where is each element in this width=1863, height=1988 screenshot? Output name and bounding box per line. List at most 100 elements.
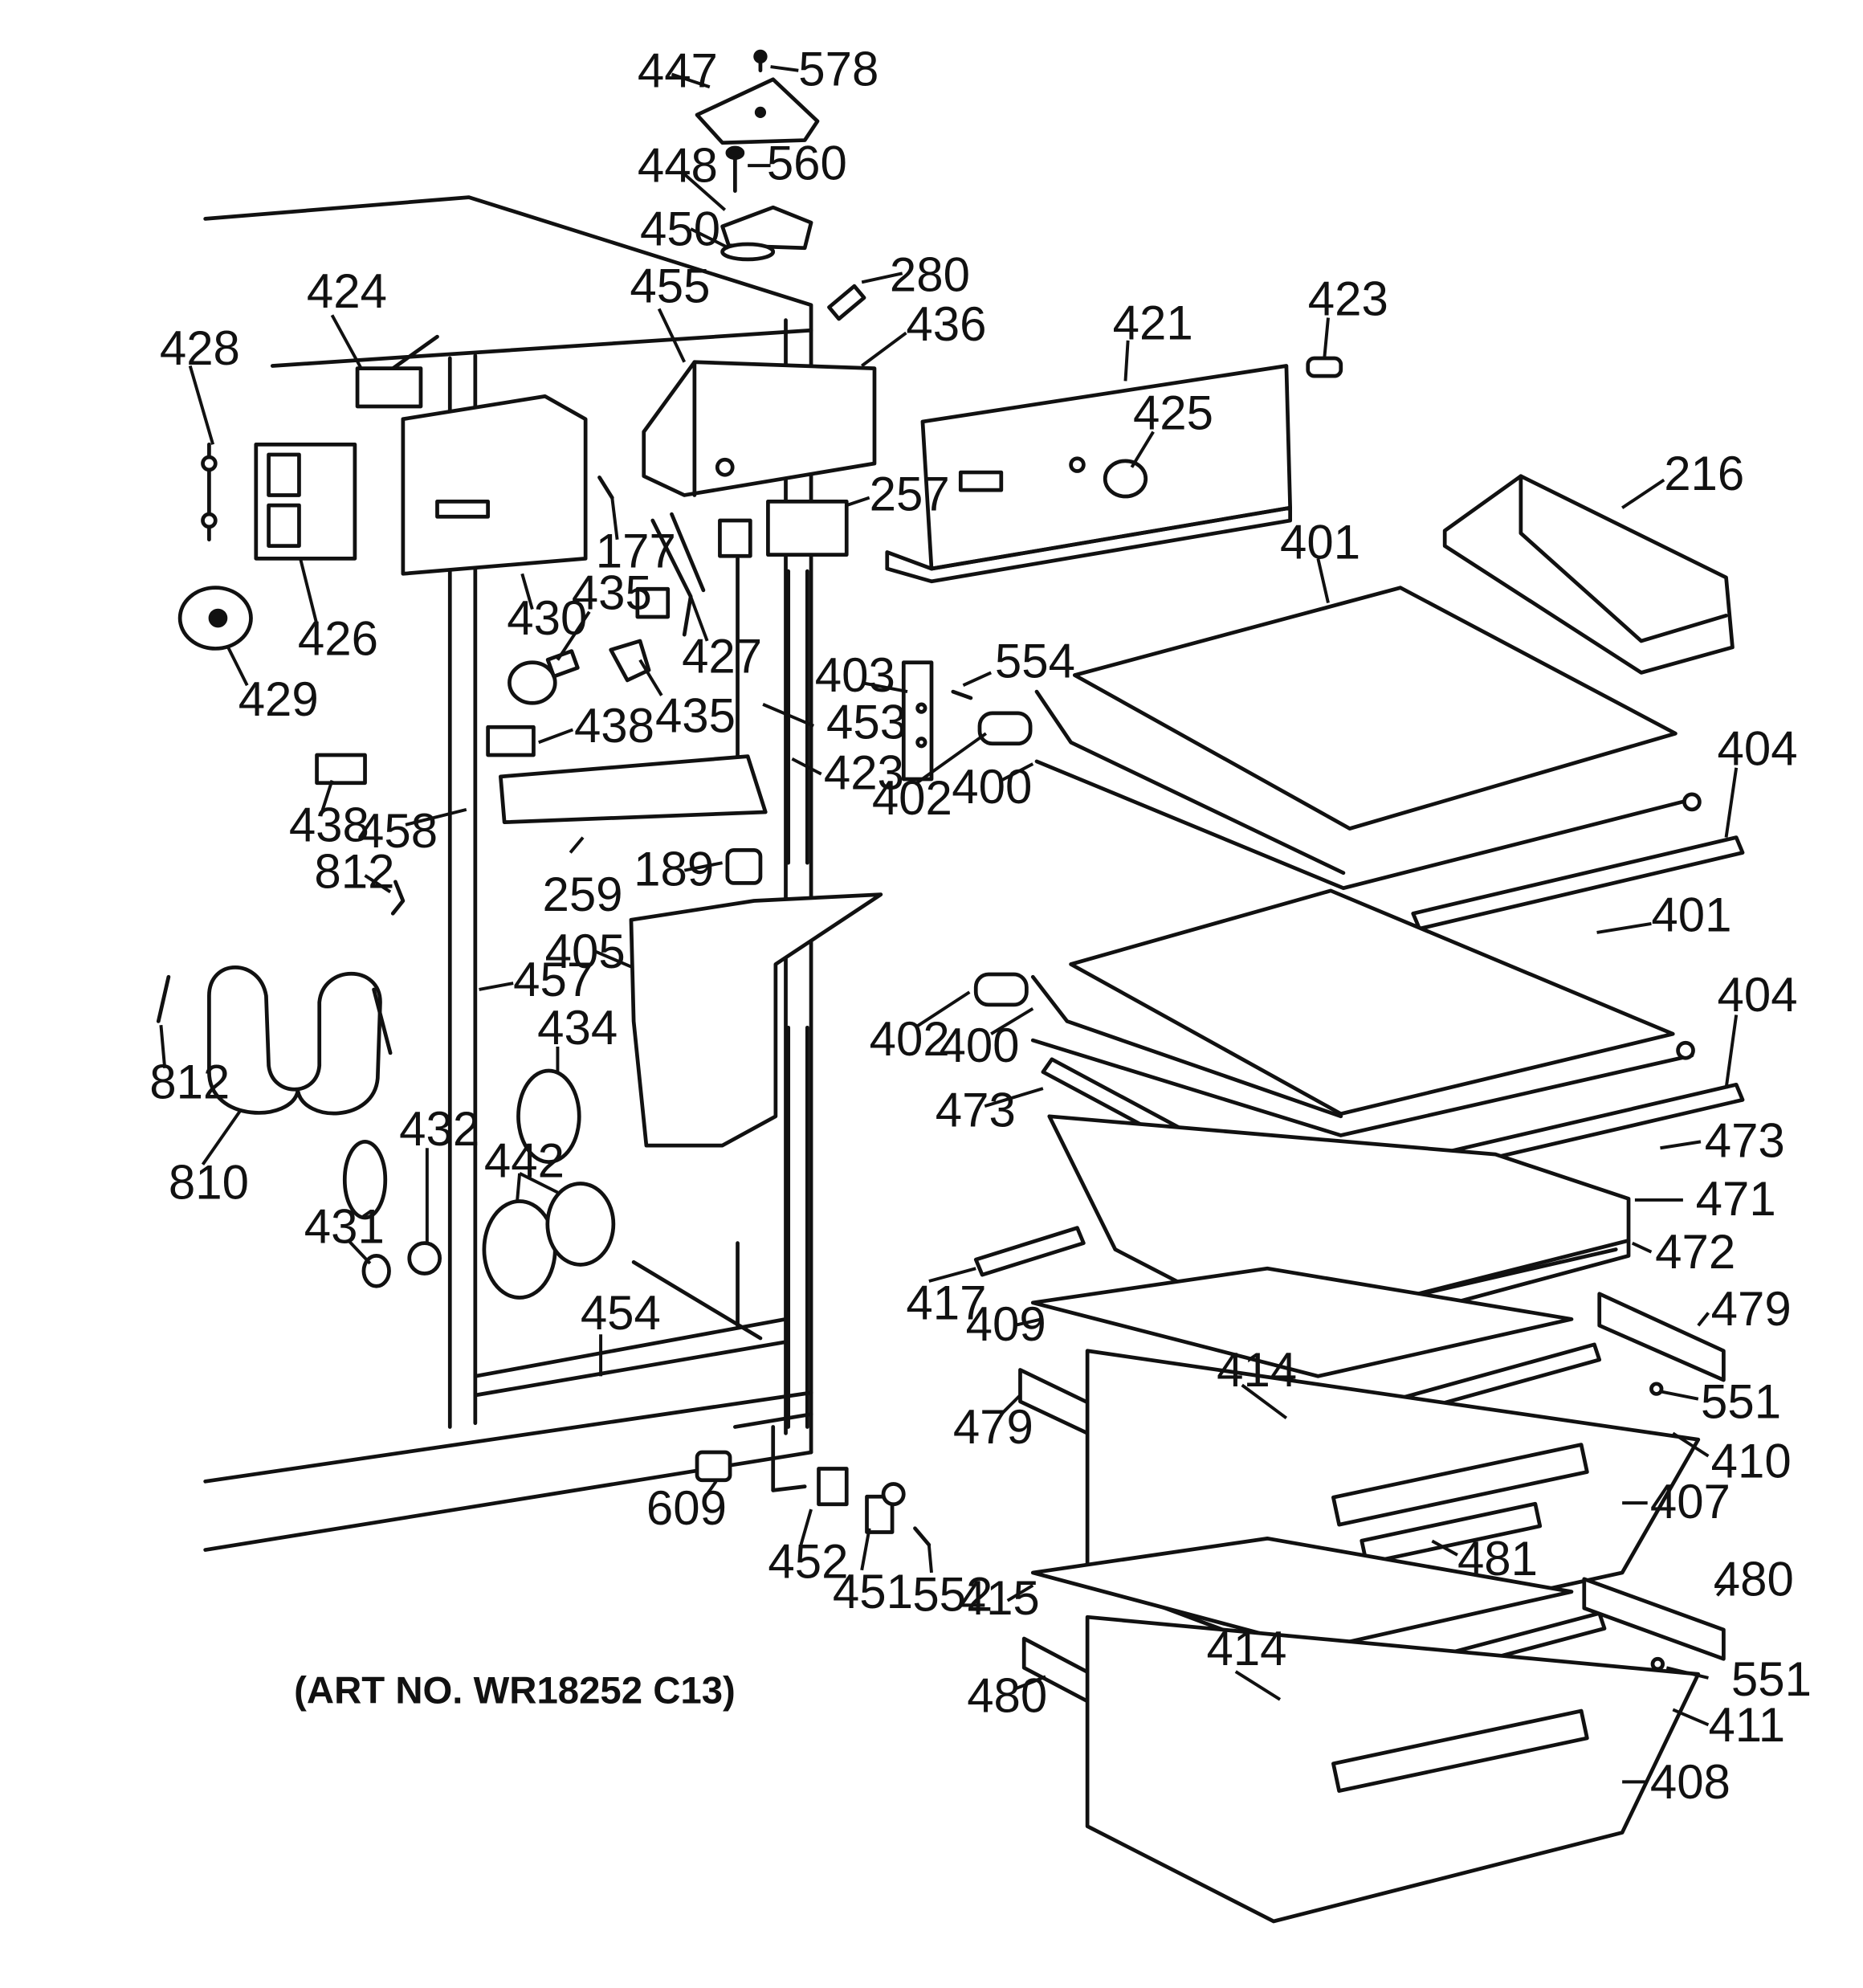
label-457: 457 — [513, 953, 593, 1006]
switch-438 — [486, 725, 536, 757]
label-554: 554 — [995, 635, 1075, 688]
label-479-left: 479 — [953, 1400, 1033, 1454]
label-551-upper: 551 — [1701, 1374, 1781, 1428]
control-panel — [885, 364, 1293, 584]
label-423-top: 423 — [1308, 271, 1388, 325]
label-450: 450 — [640, 202, 720, 256]
label-471: 471 — [1696, 1172, 1776, 1226]
label-455: 455 — [630, 259, 710, 313]
label-442: 442 — [484, 1134, 565, 1188]
label-402-lower: 402 — [870, 1012, 950, 1066]
light-socket — [609, 639, 651, 683]
top-hinge-cover — [695, 77, 820, 145]
part-number-labels: 447 578 448 560 450 280 455 436 424 428 … — [149, 43, 1812, 1809]
label-257: 257 — [870, 467, 950, 520]
label-423-mid: 423 — [824, 746, 904, 800]
label-551-lower: 551 — [1731, 1652, 1812, 1706]
label-400-lower: 400 — [939, 1018, 1019, 1072]
tube-812-top — [390, 880, 406, 916]
shelf-glass-lower — [1069, 888, 1675, 1116]
fan-motor-knob — [177, 586, 253, 651]
label-451: 451 — [833, 1565, 913, 1619]
screw-551-lower — [1650, 1656, 1665, 1672]
shelf-frame-lower — [1030, 974, 1695, 1137]
label-425: 425 — [1133, 386, 1213, 439]
light-shield — [401, 394, 588, 576]
wire-harness — [635, 512, 752, 637]
label-403: 403 — [815, 648, 895, 702]
label-480-right: 480 — [1714, 1552, 1794, 1606]
pan-glass-415 — [1030, 1536, 1574, 1651]
shelf-bracket-upper — [977, 711, 1033, 746]
label-481: 481 — [1457, 1532, 1538, 1586]
label-552: 552 — [912, 1567, 993, 1621]
label-447: 447 — [638, 43, 718, 97]
label-421: 421 — [1113, 296, 1193, 349]
hinge-bracket-609 — [695, 1450, 732, 1483]
shelf-frame-upper — [1034, 689, 1702, 891]
label-452: 452 — [768, 1534, 848, 1588]
label-408: 408 — [1650, 1755, 1731, 1809]
label-429: 429 — [238, 672, 319, 726]
label-428: 428 — [160, 321, 240, 375]
screw-554 — [951, 689, 973, 700]
shelf-glass-upper — [1072, 586, 1678, 831]
slide-480-right — [1582, 1577, 1726, 1661]
hinge-plate-452 — [817, 1467, 849, 1507]
label-609: 609 — [646, 1481, 727, 1535]
shelf-support-rail — [901, 660, 934, 782]
shelf-bracket-lower — [973, 972, 1029, 1007]
label-407: 407 — [1650, 1475, 1731, 1529]
deli-bin — [1442, 474, 1735, 675]
cap-423-top — [1306, 356, 1343, 378]
tube-812-left — [156, 974, 171, 1023]
water-tank — [207, 965, 393, 1116]
cold-control-shield — [499, 754, 768, 825]
label-410: 410 — [1711, 1435, 1792, 1488]
label-432: 432 — [399, 1102, 479, 1156]
label-409: 409 — [966, 1297, 1046, 1351]
shelf-trim-upper — [1411, 835, 1745, 931]
pan-glass-409 — [1030, 1266, 1574, 1378]
light-lens — [342, 1139, 388, 1220]
screw-551-upper — [1649, 1382, 1664, 1396]
label-435-upper: 435 — [572, 566, 652, 620]
label-404-lower: 404 — [1718, 968, 1798, 1022]
label-810: 810 — [169, 1155, 249, 1209]
label-472: 472 — [1655, 1225, 1735, 1279]
defrost-timer — [766, 499, 849, 557]
label-436: 436 — [906, 297, 986, 351]
label-438-right: 438 — [574, 699, 654, 753]
bushing — [407, 1241, 442, 1276]
label-473-right: 473 — [1705, 1113, 1785, 1167]
label-402-upper: 402 — [872, 771, 952, 825]
slide-479-right — [1597, 1292, 1726, 1382]
bottom-hinge-451 — [865, 1482, 906, 1534]
light-switch-bracket — [254, 442, 357, 561]
label-473-left: 473 — [936, 1083, 1016, 1137]
label-812-left: 812 — [149, 1055, 230, 1109]
label-401-lower: 401 — [1651, 888, 1731, 941]
switch-438-left — [315, 753, 367, 786]
label-438-left: 438 — [289, 798, 369, 851]
label-411: 411 — [1708, 1698, 1785, 1752]
label-578: 578 — [798, 43, 879, 96]
slide-417 — [973, 1226, 1086, 1277]
label-430: 430 — [507, 591, 587, 645]
label-454: 454 — [581, 1286, 661, 1340]
label-426: 426 — [298, 611, 378, 665]
label-216: 216 — [1664, 447, 1744, 500]
label-431: 431 — [304, 1200, 385, 1254]
label-424: 424 — [307, 264, 387, 318]
label-480-left: 480 — [967, 1669, 1047, 1723]
label-414-upper: 414 — [1217, 1343, 1297, 1397]
label-280: 280 — [890, 247, 970, 301]
hinge-pin — [827, 284, 866, 321]
top-hinge — [720, 205, 813, 262]
screw-552 — [913, 1526, 932, 1547]
label-189: 189 — [634, 843, 714, 896]
label-401-upper: 401 — [1280, 515, 1360, 569]
label-560: 560 — [767, 136, 847, 190]
hinge-screw-small — [753, 49, 768, 73]
